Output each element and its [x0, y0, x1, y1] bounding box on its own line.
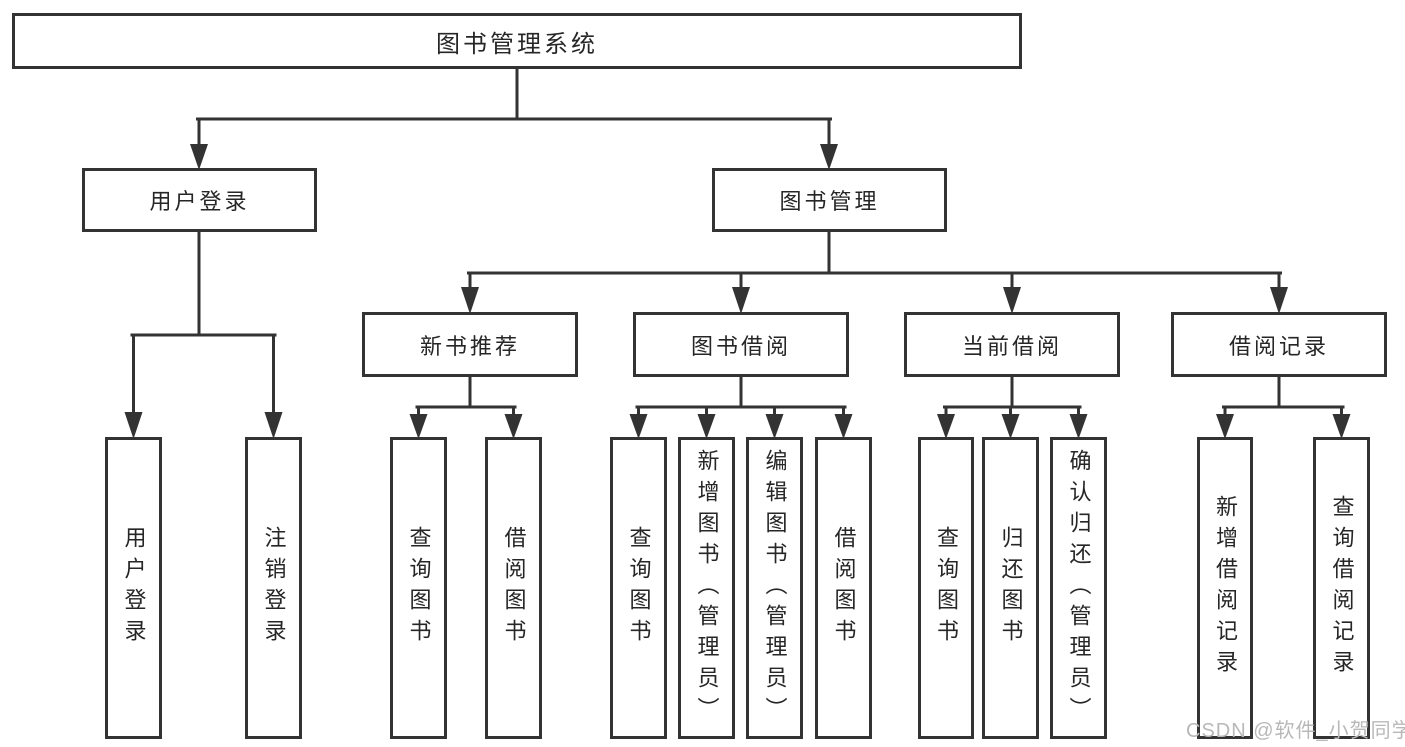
leaf-logout: 注销登录 — [245, 437, 302, 739]
edge-borrowing-records-to-leaves — [1222, 375, 1345, 418]
node-book-borrowing-label: 图书借阅 — [690, 333, 791, 359]
leaf-user-login-label: 用户登录 — [121, 526, 147, 650]
node-book-management: 图书管理 — [712, 168, 947, 232]
leaf-user-login: 用户登录 — [105, 437, 162, 739]
edge-new-book-to-leaves — [415, 375, 517, 418]
edge-book-management-to-level3 — [467, 230, 1282, 292]
arrowheads-book-borrowing-leaves — [629, 414, 853, 439]
leaf-current-return-book-label: 归还图书 — [998, 526, 1024, 650]
leaf-borrowing-query-books: 查询图书 — [610, 437, 667, 739]
arrowheads-current-borrowing-leaves — [937, 414, 1088, 439]
edge-book-borrowing-to-leaves — [635, 375, 847, 418]
arrowheads-user-login-leaves — [124, 412, 283, 439]
node-root-label: 图书管理系统 — [436, 30, 598, 58]
node-current-borrowing-label: 当前借阅 — [961, 333, 1062, 359]
arrowheads-new-book-leaves — [409, 414, 523, 439]
node-current-borrowing: 当前借阅 — [904, 312, 1120, 377]
leaf-borrowing-edit-book-admin-label: 编辑图书（管理员） — [762, 448, 788, 728]
leaf-borrowing-query-books-label: 查询图书 — [626, 526, 652, 650]
node-book-management-label: 图书管理 — [779, 189, 880, 214]
arrowheads-borrowing-records-leaves — [1216, 414, 1351, 439]
arrowheads-level3 — [461, 287, 1288, 314]
leaf-current-confirm-return-admin-label: 确认归还（管理员） — [1066, 448, 1092, 728]
edge-current-borrowing-to-leaves — [943, 375, 1082, 418]
leaf-borrowing-borrow-books: 借阅图书 — [815, 437, 872, 739]
leaf-current-query-books: 查询图书 — [918, 437, 974, 739]
node-borrowing-records: 借阅记录 — [1171, 312, 1387, 377]
node-book-borrowing: 图书借阅 — [633, 312, 849, 377]
arrowheads-level2 — [190, 144, 838, 170]
node-new-book-recommendation-label: 新书推荐 — [419, 333, 520, 359]
leaf-current-query-books-label: 查询图书 — [934, 526, 959, 650]
edge-user-login-to-leaves — [130, 230, 277, 416]
leaf-current-return-book: 归还图书 — [982, 437, 1039, 739]
leaf-current-confirm-return-admin: 确认归还（管理员） — [1050, 437, 1107, 739]
node-new-book-recommendation: 新书推荐 — [362, 312, 578, 377]
node-borrowing-records-label: 借阅记录 — [1228, 333, 1329, 359]
node-user-login-label: 用户登录 — [149, 189, 250, 214]
leaf-newbook-query-books: 查询图书 — [390, 437, 447, 739]
leaf-borrowing-add-book-admin-label: 新增图书（管理员） — [694, 448, 720, 728]
leaf-newbook-query-books-label: 查询图书 — [406, 526, 432, 650]
leaf-borrowing-borrow-books-label: 借阅图书 — [831, 526, 857, 650]
edge-root-to-level2 — [196, 67, 832, 148]
watermark-text: CSDN @软件_小贺同学 — [1186, 720, 1405, 742]
leaf-newbook-borrow-books-label: 借阅图书 — [501, 526, 527, 650]
leaf-records-add-borrow-record-label: 新增借阅记录 — [1213, 495, 1238, 681]
leaf-logout-label: 注销登录 — [261, 526, 287, 650]
leaf-newbook-borrow-books: 借阅图书 — [485, 437, 542, 739]
leaf-records-add-borrow-record: 新增借阅记录 — [1197, 437, 1253, 739]
node-user-login: 用户登录 — [82, 168, 317, 232]
leaf-borrowing-add-book-admin: 新增图书（管理员） — [678, 437, 735, 739]
leaf-borrowing-edit-book-admin: 编辑图书（管理员） — [746, 437, 803, 739]
node-root: 图书管理系统 — [12, 13, 1022, 69]
leaf-records-query-borrow-record-label: 查询借阅记录 — [1329, 495, 1355, 681]
leaf-records-query-borrow-record: 查询借阅记录 — [1313, 437, 1370, 739]
